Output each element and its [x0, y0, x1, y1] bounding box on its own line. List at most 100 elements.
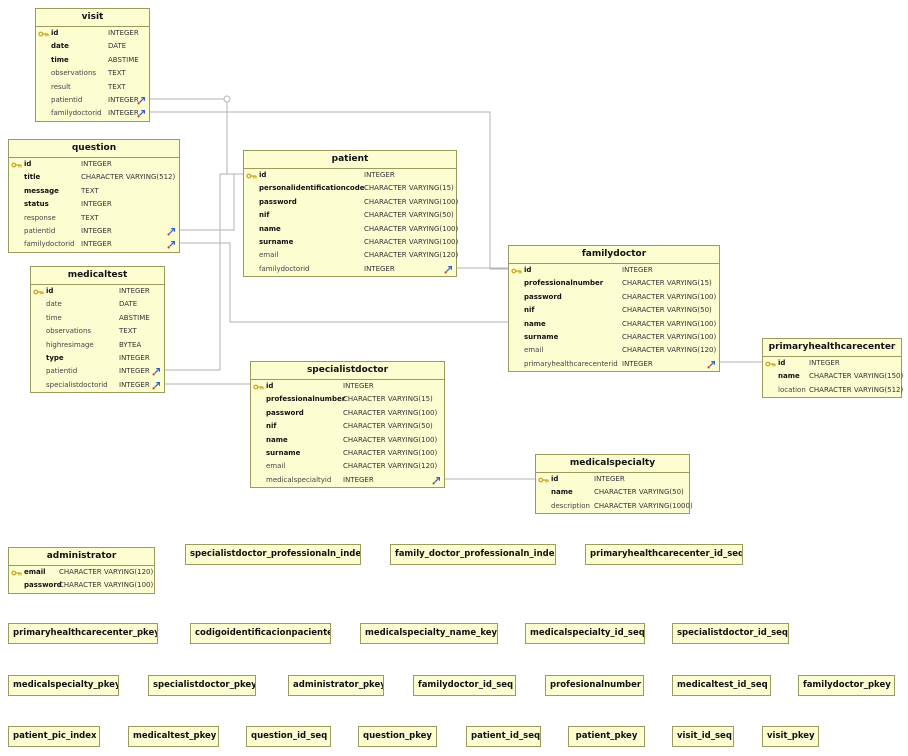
- column-name: patientid: [51, 95, 83, 104]
- column-medicalspecialty-name: name CHARACTER VARYING(50): [536, 486, 689, 499]
- box-familydoctor_pkey[interactable]: familydoctor_pkey: [798, 675, 895, 696]
- column-name: date: [46, 300, 62, 309]
- box-medicaltest_id_seq[interactable]: medicaltest_id_seq: [672, 675, 771, 696]
- box-codigoidentificacionpaciente[interactable]: codigoidentificacionpaciente: [190, 623, 331, 644]
- column-name: primaryhealthcarecenterid: [524, 359, 618, 368]
- column-type: CHARACTER VARYING(100): [59, 581, 154, 590]
- box-visit_pkey[interactable]: visit_pkey: [762, 726, 819, 747]
- primary-key-icon: [253, 383, 264, 391]
- entity-title-primaryhealthcarecenter: primaryhealthcarecenter: [763, 339, 901, 357]
- column-type: ABSTIME: [119, 313, 150, 322]
- box-visit_id_seq[interactable]: visit_id_seq: [672, 726, 734, 747]
- box-profesionalnumber[interactable]: profesionalnumber: [545, 675, 644, 696]
- foreign-key-icon: [707, 360, 716, 369]
- column-type: INTEGER: [119, 353, 150, 362]
- column-type: CHARACTER VARYING(50): [622, 306, 712, 315]
- column-type: CHARACTER VARYING(120): [343, 462, 438, 471]
- column-type: INTEGER: [108, 109, 139, 118]
- box-familydoctor_id_seq[interactable]: familydoctor_id_seq: [413, 675, 516, 696]
- column-type: CHARACTER VARYING(100): [343, 408, 438, 417]
- foreign-key-icon: [137, 109, 146, 118]
- column-name: familydoctorid: [259, 264, 310, 273]
- column-name: date: [51, 42, 69, 51]
- relationship-question-patientid--patient-id: [180, 173, 243, 231]
- column-name: email: [524, 346, 544, 355]
- box-patient_id_seq[interactable]: patient_id_seq: [466, 726, 541, 747]
- column-name: id: [259, 171, 267, 179]
- box-patient_pkey[interactable]: patient_pkey: [568, 726, 645, 747]
- column-type: CHARACTER VARYING(50): [594, 488, 684, 497]
- box-specialistdoctor_professionaln_index[interactable]: specialistdoctor_professionaln_index: [185, 544, 361, 565]
- column-name: surname: [259, 237, 294, 246]
- box-family_doctor_professionaln_index[interactable]: family_doctor_professionaln_index: [390, 544, 556, 565]
- column-type: INTEGER: [108, 29, 139, 37]
- primary-key-icon: [33, 288, 44, 296]
- column-name: name: [551, 488, 573, 497]
- primary-key-icon: [38, 30, 49, 38]
- box-primaryhealthcarecenter_id_seq[interactable]: primaryhealthcarecenter_id_seq: [585, 544, 743, 565]
- column-type: ABSTIME: [108, 55, 139, 64]
- column-name: name: [259, 224, 281, 233]
- column-name: medicalspecialtyid: [266, 475, 332, 484]
- column-name: familydoctorid: [51, 109, 102, 118]
- box-specialistdoctor_id_seq[interactable]: specialistdoctor_id_seq: [672, 623, 789, 644]
- foreign-key-icon: [167, 240, 176, 249]
- box-question_pkey[interactable]: question_pkey: [358, 726, 437, 747]
- column-type: INTEGER: [364, 171, 395, 179]
- box-medicalspecialty_id_seq[interactable]: medicalspecialty_id_seq: [525, 623, 645, 644]
- box-question_id_seq[interactable]: question_id_seq: [246, 726, 331, 747]
- entity-title-specialistdoctor: specialistdoctor: [251, 362, 444, 380]
- column-name: familydoctorid: [24, 240, 75, 249]
- column-type: INTEGER: [81, 226, 112, 235]
- box-patient_pic_index[interactable]: patient_pic_index: [8, 726, 100, 747]
- column-type: TEXT: [108, 82, 126, 91]
- box-medicalspecialty_name_key[interactable]: medicalspecialty_name_key: [360, 623, 498, 644]
- column-name: name: [778, 372, 800, 381]
- column-name: id: [551, 475, 559, 483]
- box-primaryhealthcarecenter_pkey[interactable]: primaryhealthcarecenter_pkey: [8, 623, 158, 644]
- box-medicaltest_pkey[interactable]: medicaltest_pkey: [128, 726, 219, 747]
- column-type: TEXT: [81, 213, 99, 222]
- column-type: INTEGER: [81, 200, 112, 209]
- column-name: password: [266, 408, 304, 417]
- box-administrator_pkey[interactable]: administrator_pkey: [288, 675, 384, 696]
- primary-key-icon: [538, 476, 549, 484]
- foreign-key-icon: [152, 381, 161, 390]
- entity-title-medicaltest: medicaltest: [31, 267, 164, 285]
- column-name: professionalnumber: [524, 279, 604, 288]
- column-name: message: [24, 186, 59, 195]
- box-specialistdoctor_pkey[interactable]: specialistdoctor_pkey: [148, 675, 256, 696]
- column-name: name: [266, 435, 288, 444]
- column-name: title: [24, 173, 41, 182]
- column-name: time: [51, 55, 69, 64]
- box-medicalspecialty_pkey[interactable]: medicalspecialty_pkey: [8, 675, 119, 696]
